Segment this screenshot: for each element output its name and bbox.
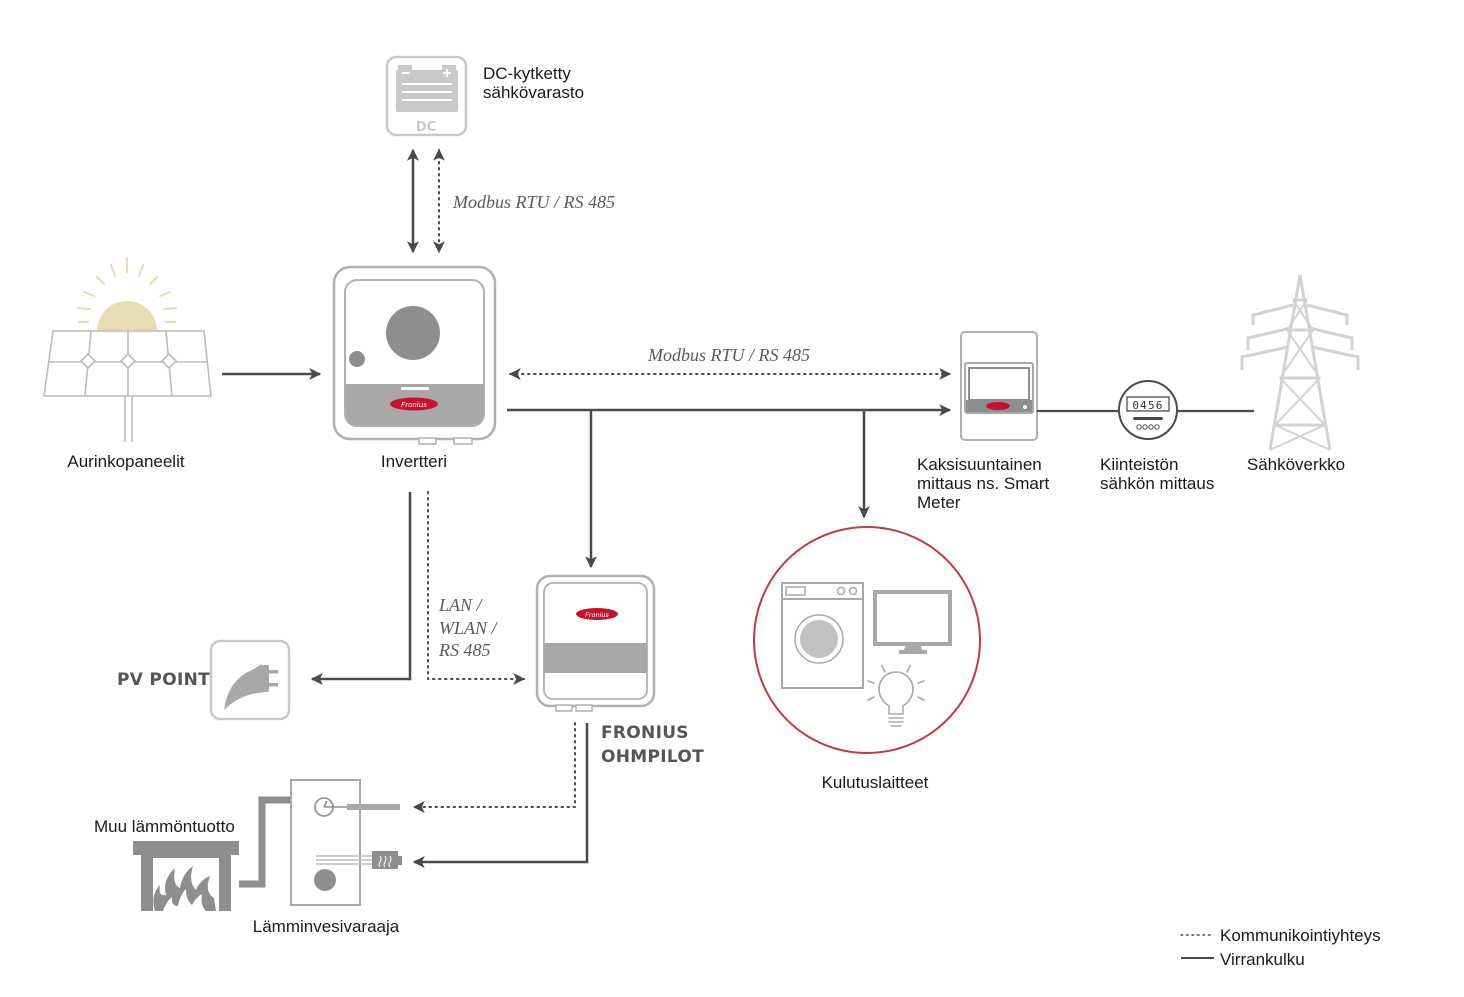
- property-meter-icon: 0456: [1118, 380, 1178, 440]
- plug-icon: [224, 664, 278, 710]
- ohmpilot-icon: Fronius: [535, 574, 656, 712]
- inverter-label: Invertteri: [381, 452, 447, 471]
- property-meter-label-line1: Kiinteistön: [1100, 455, 1178, 474]
- fireplace-icon: [133, 841, 239, 911]
- ohmpilot-to-heater-power-arrow: [412, 723, 589, 868]
- ohmpilot-to-heater-comm-arrow: [412, 722, 576, 813]
- smart-meter-label-line1: Kaksisuuntainen: [917, 455, 1042, 474]
- battery-label-line2: sähkövarasto: [483, 83, 584, 102]
- smart-meter-label-line3: Meter: [917, 493, 961, 512]
- dc-battery: DC: [385, 55, 468, 137]
- inverter-to-ohmpilot-comm-arrow: [427, 491, 526, 685]
- monitor-icon: [873, 590, 952, 654]
- battery-icon: [396, 65, 458, 112]
- ohmpilot-comm-label-line2: WLAN /: [439, 618, 499, 638]
- ohmpilot-comm-label-line3: RS 485: [438, 640, 491, 660]
- battery-label-line1: DC-kytketty: [483, 64, 571, 83]
- consumers-label: Kulutuslaitteet: [822, 773, 929, 792]
- fronius-logo: [576, 608, 618, 620]
- property-meter-label-line2: sähkön mittaus: [1100, 474, 1214, 493]
- pv-point-icon: [209, 639, 291, 721]
- ohmpilot-label-line1: FRONIUS: [601, 723, 689, 743]
- solar-label: Aurinkopaneelit: [67, 452, 184, 471]
- water-heater-label: Lämminvesivaraaja: [253, 917, 400, 936]
- dc-badge: DC: [416, 120, 436, 135]
- heating-element-icon: [316, 851, 402, 869]
- smart-meter-icon: [960, 331, 1038, 441]
- solar-panel-icon: [43, 257, 212, 442]
- battery-comm-label: Modbus RTU / RS 485: [452, 192, 615, 212]
- sun-icon: [77, 257, 177, 323]
- legend-communication-label: Kommunikointiyhteys: [1220, 926, 1381, 945]
- consumers-icon: [753, 526, 981, 754]
- heat-pipe: [239, 796, 291, 888]
- water-heater-icon: [290, 779, 402, 906]
- smart-meter-label-line2: mittaus ns. Smart: [917, 474, 1050, 493]
- thermostat-icon: [314, 797, 400, 817]
- meter-comm-label: Modbus RTU / RS 485: [647, 345, 810, 365]
- ohmpilot-comm-label-line1: LAN /: [438, 595, 484, 615]
- pv-point-label: PV POINT: [117, 670, 210, 690]
- heat-source-label: Muu lämmöntuotto: [94, 817, 235, 836]
- legend: Kommunikointiyhteys Virrankulku: [1180, 926, 1381, 969]
- power-pylon-icon: [1240, 274, 1360, 451]
- washing-machine-icon: [781, 582, 864, 689]
- ohmpilot-label-line2: OHMPILOT: [601, 747, 704, 767]
- meter-reading: 0456: [1132, 399, 1163, 412]
- grid-label: Sähköverkko: [1247, 455, 1345, 474]
- inverter-to-pvpoint-arrow: [310, 492, 412, 685]
- svg-text:Fronius: Fronius: [585, 611, 609, 619]
- inverter-icon: Fronius: [332, 265, 497, 445]
- svg-text:Fronius: Fronius: [401, 401, 427, 409]
- fronius-logo: [390, 397, 438, 411]
- legend-power-label: Virrankulku: [1220, 950, 1305, 969]
- light-bulb-icon: [867, 665, 925, 727]
